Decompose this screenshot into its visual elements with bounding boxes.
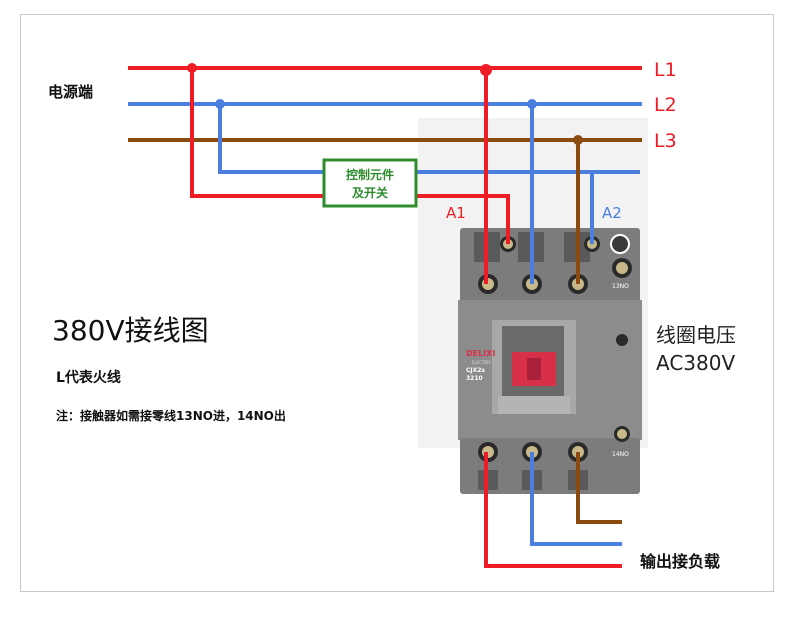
brand-label: DELIXI — [466, 349, 495, 358]
model-num-label: 3210 — [466, 375, 483, 382]
junction-dot — [187, 63, 197, 73]
label-a1: A1 — [446, 204, 466, 222]
diagram-frame — [20, 14, 774, 592]
label-l1: L1 — [654, 59, 677, 81]
output-wire-l1 — [484, 452, 622, 568]
contactor-bottom-block — [460, 438, 640, 494]
phase-wires — [484, 68, 580, 284]
diagram-title: 380V接线图 — [52, 314, 209, 347]
13no-label: 13NO — [612, 283, 629, 290]
coil-wire-red — [190, 68, 324, 198]
output-wires — [484, 452, 622, 568]
output-wire-l3 — [576, 452, 622, 524]
contactor: DELIXI ELECTRIC CJX2s 3210 13NO 14NO — [458, 228, 642, 494]
junction-dots — [187, 63, 583, 145]
coil-wiring — [190, 68, 640, 244]
control-element-box: 控制元件 及开关 — [322, 158, 418, 208]
coil-wire-red-out — [416, 194, 510, 244]
junction-dot — [573, 135, 583, 145]
a2-terminal-hole — [610, 234, 630, 254]
live-wire-note: L代表火线 — [56, 369, 121, 386]
output-wire-l2 — [530, 452, 622, 546]
control-box-line1: 控制元件 — [346, 167, 394, 182]
label-l2: L2 — [654, 94, 677, 116]
front-sub-panel — [498, 396, 570, 414]
control-box-border — [322, 158, 418, 208]
footnote: 注：接触器如需接零线13NO进，14NO出 — [56, 408, 286, 423]
output-load-label: 输出接负载 — [640, 552, 720, 571]
screw-icon — [616, 334, 628, 346]
coil-wire-blue — [218, 104, 324, 174]
junction-dot — [527, 99, 537, 109]
model-label: CJX2s — [466, 367, 485, 374]
brand-sub-label: ELECTRIC — [472, 360, 491, 365]
screw-icon — [616, 262, 628, 274]
14no-label: 14NO — [612, 451, 629, 458]
label-a2: A2 — [602, 204, 622, 222]
junction-dot — [480, 64, 492, 76]
red-actuator-slot — [527, 358, 541, 380]
control-box-line2: 及开关 — [352, 185, 388, 200]
power-source-label: 电源端 — [48, 83, 93, 101]
coil-voltage-line1: 线圈电压 — [656, 323, 736, 347]
junction-dot — [215, 99, 225, 109]
screw-icon — [617, 429, 627, 439]
label-l3: L3 — [654, 130, 677, 152]
coil-voltage-line2: AC380V — [656, 351, 735, 375]
